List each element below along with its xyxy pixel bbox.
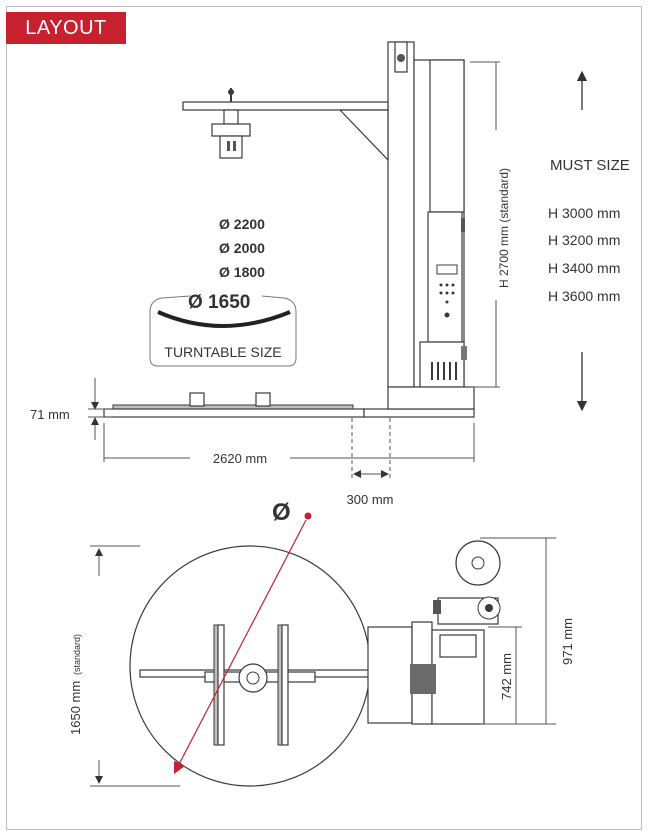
- turntable-option-1800: Ø 1800: [219, 264, 265, 280]
- layout-title-tag: LAYOUT: [6, 12, 126, 44]
- mast-size-item: H 3400 mm: [548, 260, 620, 276]
- dim-overall-depth: 971 mm: [560, 618, 575, 665]
- diameter-symbol: Ø: [272, 499, 291, 526]
- mast-size-item: H 3200 mm: [548, 232, 620, 248]
- dim-body-depth: 742 mm: [499, 653, 514, 700]
- turntable-caption: TURNTABLE SIZE: [164, 344, 281, 360]
- top-view-machine: [129, 540, 501, 787]
- top-view-dimensions: [90, 512, 556, 787]
- layout-frame: [6, 6, 642, 830]
- dim-mast-height: H 2700 mm (standard): [497, 168, 511, 288]
- turntable-selected: Ø 1650: [188, 292, 250, 313]
- dim-width: 2620 mm: [213, 451, 267, 466]
- turntable-option-2200: Ø 2200: [219, 216, 265, 232]
- mast-size-title: MUST SIZE: [550, 157, 630, 174]
- mast-size-item: H 3000 mm: [548, 205, 620, 221]
- turntable-option-2000: Ø 2000: [219, 240, 265, 256]
- dim-turntable-note: (standard): [72, 634, 82, 675]
- dim-turntable-diameter: 1650 mm: [68, 681, 83, 735]
- dim-base-height: 71 mm: [30, 407, 70, 422]
- dim-offset: 300 mm: [347, 492, 394, 507]
- mast-size-item: H 3600 mm: [548, 288, 620, 304]
- side-view-dimensions: [88, 61, 500, 480]
- turntable-size-badge: [149, 295, 297, 367]
- side-view-machine: [103, 41, 475, 418]
